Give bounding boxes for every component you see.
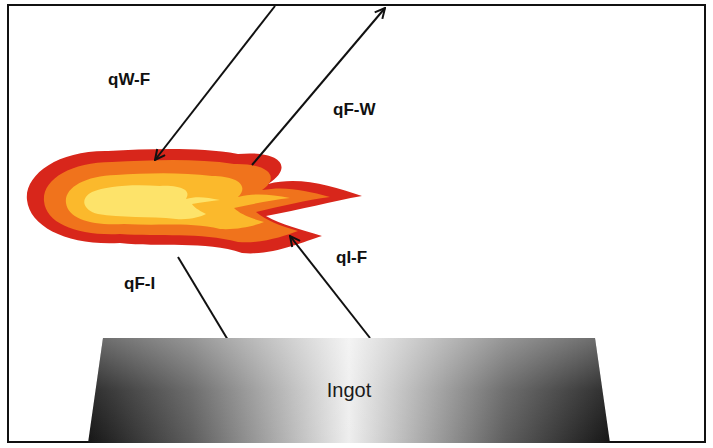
heat-arrow	[252, 8, 385, 165]
heat-arrow	[290, 236, 370, 338]
heat-flux-label: qW-F	[108, 70, 150, 90]
heat-flux-label: qF-W	[333, 100, 375, 120]
heat-arrow	[155, 6, 275, 160]
heat-flux-label: qI-F	[336, 248, 367, 268]
ingot-shape: Ingot	[88, 338, 610, 443]
flame	[27, 149, 362, 253]
frame	[8, 5, 705, 442]
ingot-label: Ingot	[327, 379, 371, 402]
heat-flux-label: qF-I	[124, 274, 155, 294]
